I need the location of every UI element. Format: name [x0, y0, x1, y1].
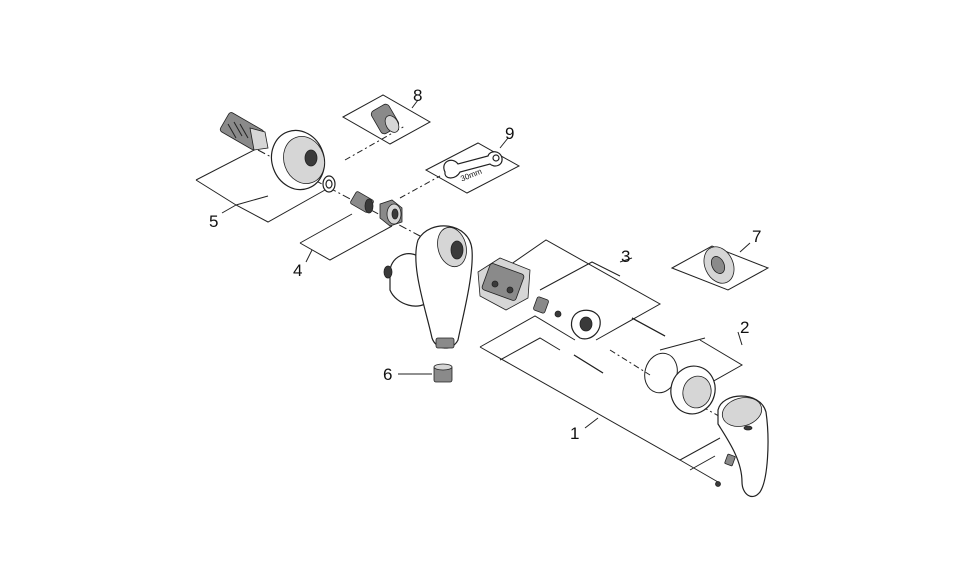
part-lever-handle: [717, 395, 769, 497]
part-screw-long: [631, 317, 666, 337]
part-nipple-connector: [350, 191, 374, 214]
part-grub-screw: [715, 453, 736, 487]
optional-part-box-7: [670, 245, 770, 291]
callout-7: 7: [752, 227, 761, 246]
part-sleeve: [670, 365, 716, 415]
leader-lines: [195, 99, 751, 483]
part-screw-long-2: [573, 354, 604, 374]
callout-6: 6: [383, 365, 392, 384]
part-washer: [322, 175, 336, 193]
callout-2: 2: [740, 318, 749, 337]
part-shower-holder-body: [383, 225, 473, 349]
part-retaining-flange: [570, 309, 601, 340]
callout-8: 8: [413, 86, 422, 105]
callout-4: 4: [293, 261, 302, 280]
callout-5: 5: [209, 212, 218, 231]
part-escutcheon-rosette: [270, 129, 326, 191]
part-connector-fitting: [219, 112, 269, 151]
optional-part-box-9: 30mm: [424, 142, 521, 194]
callout-1: 1: [570, 424, 579, 443]
callout-3: 3: [621, 247, 630, 266]
part-cartridge: [477, 257, 562, 318]
wrench-icon: [443, 151, 503, 179]
callout-9: 9: [505, 124, 514, 143]
optional-part-box-8: [341, 94, 432, 145]
part-union-nut: [379, 199, 403, 227]
callout-numbers: 1 2 3 4 5 6 7 8 9: [209, 86, 761, 443]
part-aerator: [433, 363, 453, 383]
